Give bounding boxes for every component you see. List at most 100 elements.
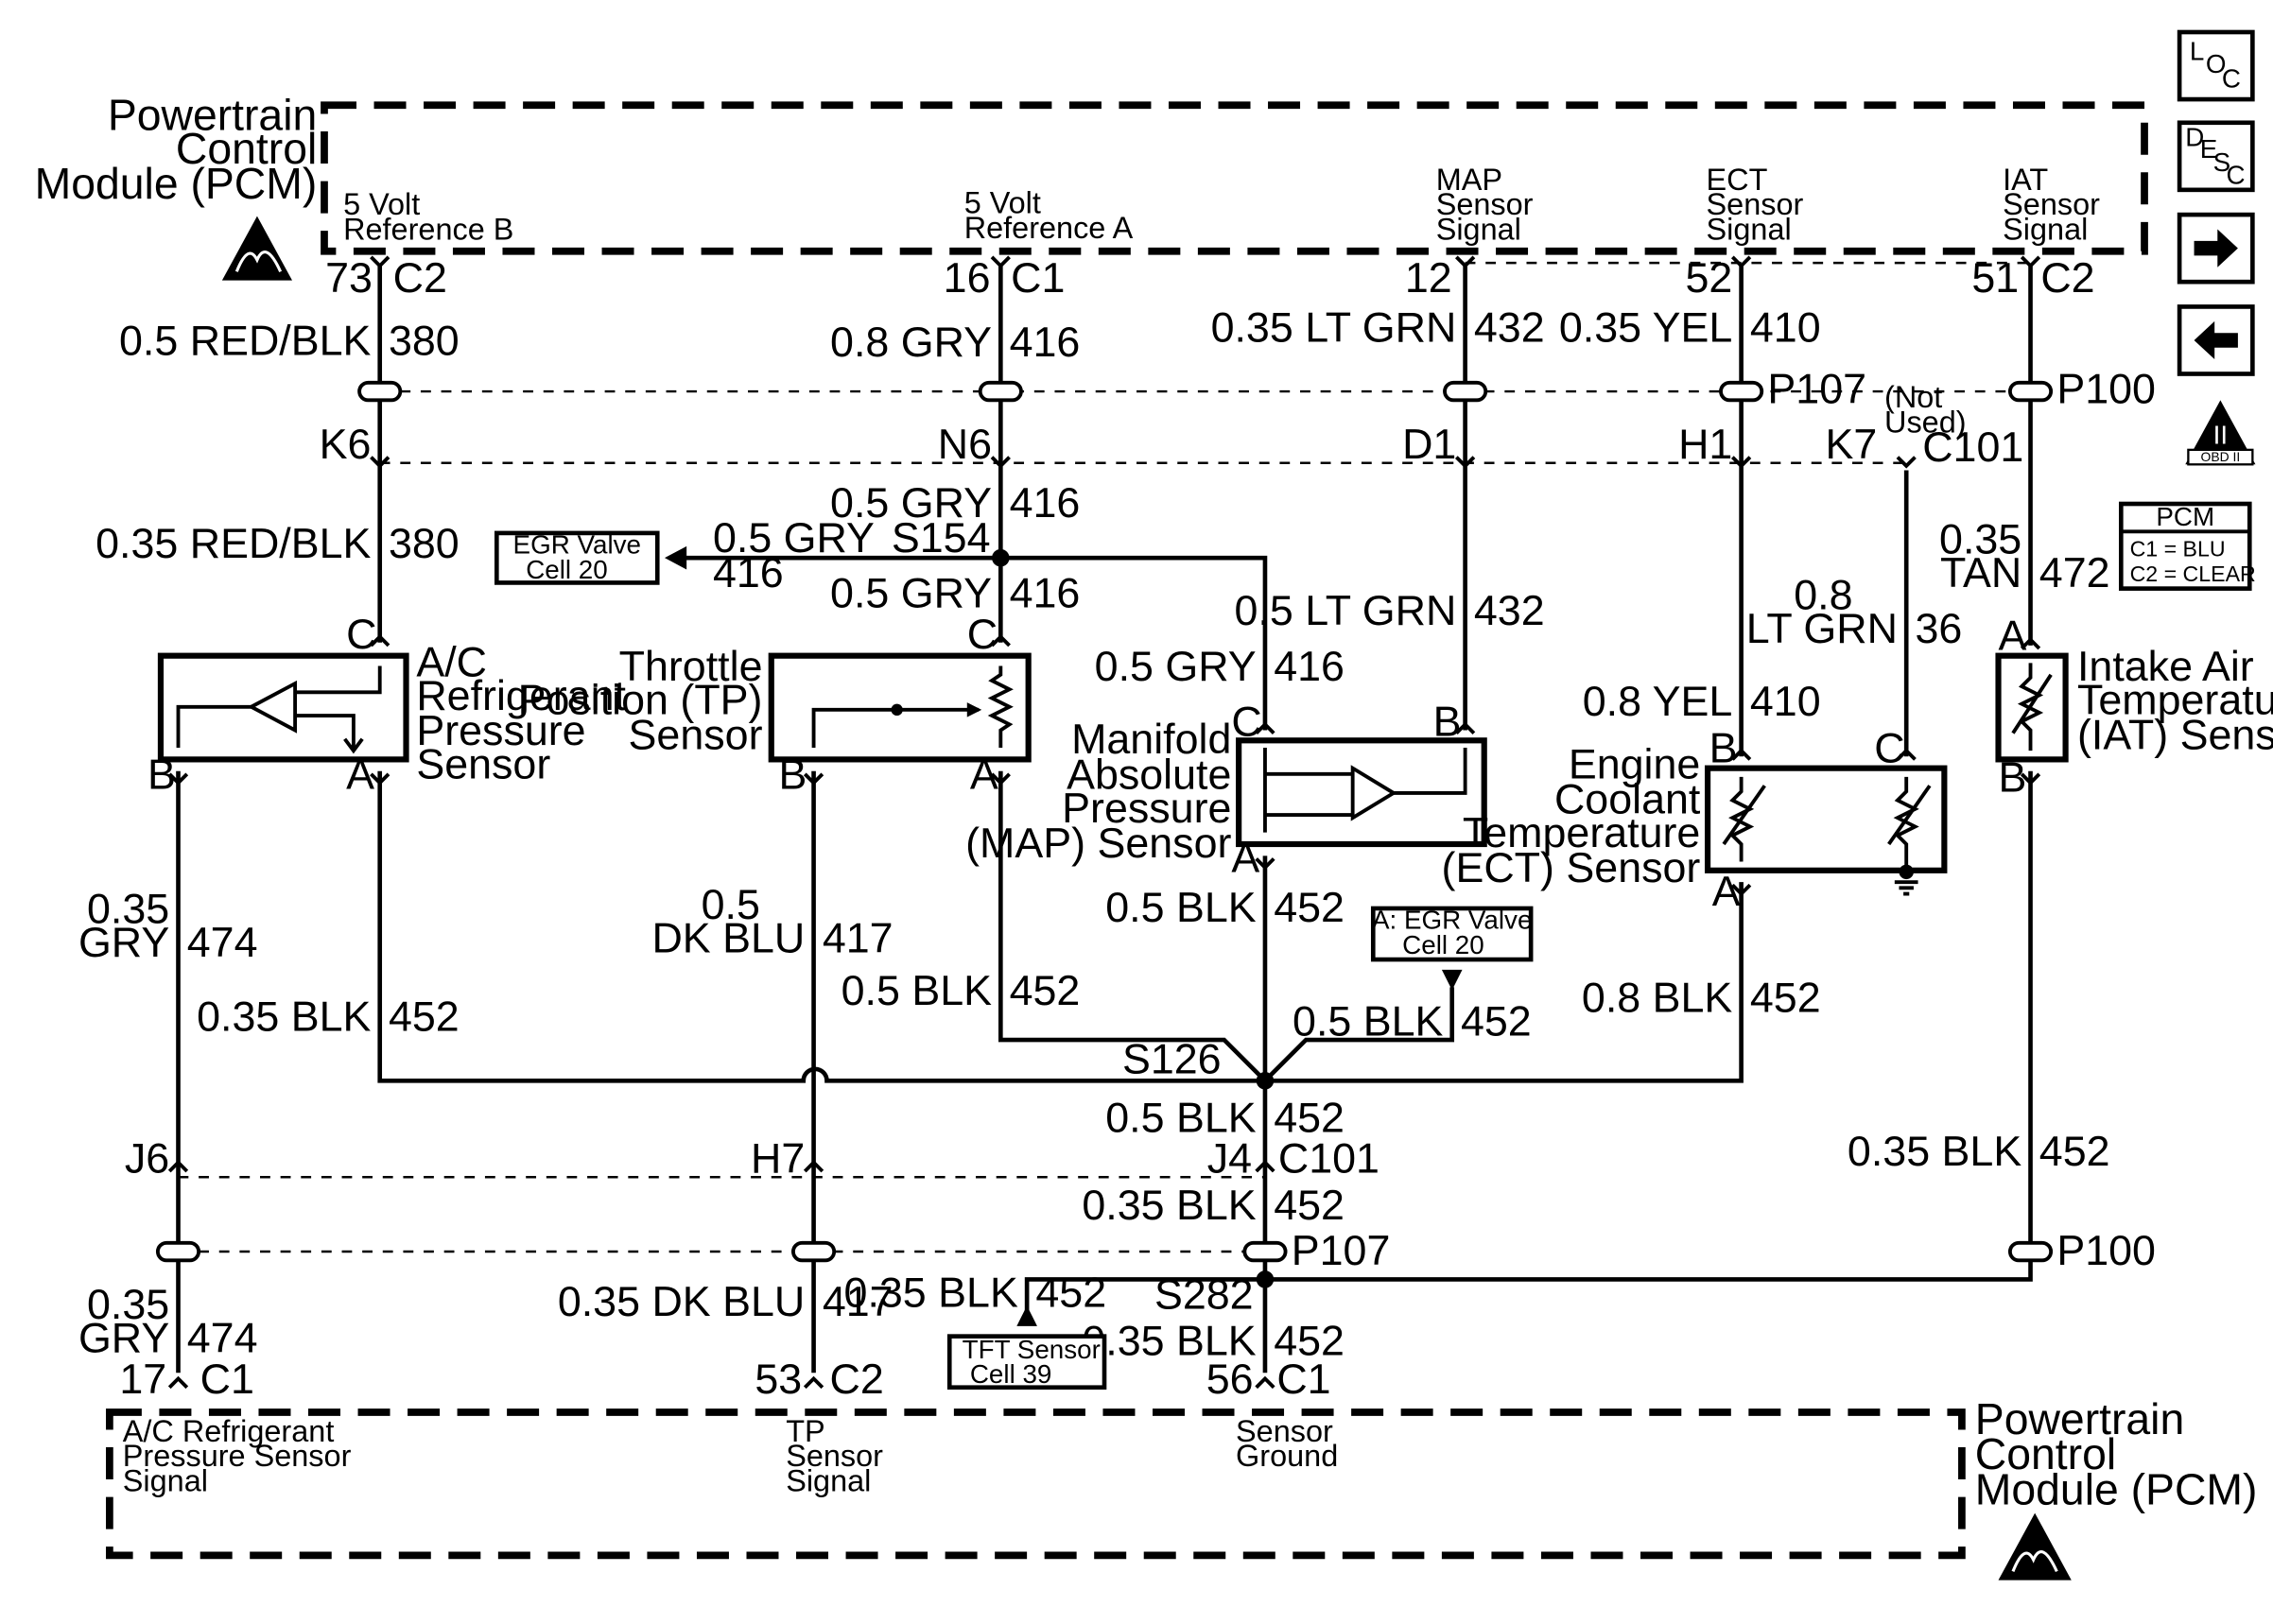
circuit-label-ref-a: 5 Volt Reference A [964, 186, 1134, 245]
svg-text:452: 452 [1750, 975, 1821, 1022]
svg-text:C: C [346, 611, 376, 658]
svg-text:H1: H1 [1678, 421, 1732, 468]
svg-text:0.35 BLK: 0.35 BLK [1848, 1128, 2021, 1175]
tp-sensor-label: Throttle Position (TP) Sensor [518, 643, 763, 759]
svg-text:410: 410 [1750, 678, 1821, 725]
svg-text:0.5 GRY: 0.5 GRY [830, 570, 992, 617]
svg-text:A/C: A/C [416, 638, 487, 685]
svg-text:0.5 BLK: 0.5 BLK [1293, 997, 1444, 1045]
pcm-bottom-title: Powertrain Control Module (PCM) [1975, 1394, 2258, 1513]
connector-id: C2 [830, 1356, 884, 1403]
svg-text:0.5 GRY: 0.5 GRY [713, 514, 875, 561]
splice-s282 [1256, 1270, 1275, 1288]
svg-text:K7: K7 [1826, 421, 1878, 468]
connector-labels: P107 P100 K6 N6 D1 H1 K7 (Not Used) C101… [125, 365, 2156, 1274]
connector-id: C1 [200, 1356, 254, 1403]
ect-sensor [1704, 765, 1948, 896]
svg-text:Signal: Signal [2003, 212, 2088, 246]
svg-text:Pressure Sensor: Pressure Sensor [123, 1439, 352, 1473]
svg-text:5 Volt: 5 Volt [964, 186, 1041, 220]
svg-text:0.5: 0.5 [702, 881, 760, 928]
svg-text:C101: C101 [1278, 1135, 1379, 1183]
svg-text:432: 432 [1474, 587, 1545, 634]
svg-text:A: A [1999, 613, 2027, 660]
svg-text:0.35 YEL: 0.35 YEL [1559, 304, 1733, 352]
svg-text:Sensor: Sensor [629, 712, 763, 759]
svg-text:0.35: 0.35 [87, 1281, 169, 1328]
svg-text:TP: TP [786, 1414, 824, 1448]
svg-text:Module (PCM): Module (PCM) [35, 159, 318, 208]
svg-text:E: E [2200, 134, 2218, 164]
iat-sensor [1995, 652, 2069, 763]
svg-text:Temperature: Temperature [1463, 809, 1700, 856]
svg-text:0.5 BLK: 0.5 BLK [1105, 1094, 1257, 1141]
circuit-label-tp-signal: TP Sensor Signal [786, 1414, 883, 1498]
svg-text:(Not: (Not [1884, 380, 1942, 414]
splice-s154 [992, 548, 1010, 567]
svg-text:D: D [2185, 122, 2204, 151]
pin-number: 51 [1971, 254, 2019, 302]
connector-id: C2 [393, 254, 447, 302]
svg-text:A: A [346, 751, 374, 798]
svg-text:Sensor: Sensor [416, 740, 550, 787]
circuit-label-ac-signal: A/C Refrigerant Pressure Sensor Signal [123, 1414, 352, 1498]
svg-text:P107: P107 [1292, 1227, 1391, 1274]
next-arrow-icon[interactable] [2177, 212, 2255, 285]
svg-text:N6: N6 [938, 421, 992, 468]
pcm-top-frame [321, 101, 2148, 255]
svg-text:S126: S126 [1122, 1036, 1222, 1083]
description-icon[interactable]: D E S C [2177, 120, 2255, 193]
svg-text:36: 36 [1915, 605, 1962, 652]
obd-ii-icon[interactable]: II OBD II [2185, 400, 2256, 466]
svg-text:GRY: GRY [78, 1315, 169, 1362]
tft-sensor-reference[interactable]: TFT Sensor Cell 39 [946, 1334, 1107, 1391]
svg-text:452: 452 [1274, 1318, 1345, 1365]
iat-sensor-label: Intake Air Temperature (IAT) Sensor [2077, 643, 2273, 759]
svg-text:0.5 BLK: 0.5 BLK [1105, 884, 1257, 931]
svg-text:Signal: Signal [1436, 212, 1521, 246]
circuit-label-map: MAP Sensor Signal [1436, 163, 1534, 247]
svg-text:C: C [1231, 699, 1261, 746]
svg-text:B: B [778, 751, 807, 798]
circuit-label-iat: IAT Sensor Signal [2003, 163, 2100, 247]
svg-text:Powertrain: Powertrain [1975, 1394, 2184, 1443]
svg-text:0.8 GRY: 0.8 GRY [830, 319, 992, 366]
component-pin-letters: C A B C A B C B A B C A A B [147, 611, 2026, 915]
svg-text:J6: J6 [125, 1135, 169, 1183]
svg-text:Manifold: Manifold [1071, 716, 1231, 763]
svg-text:Reference A: Reference A [964, 211, 1134, 245]
svg-text:416: 416 [1010, 479, 1081, 527]
svg-text:P100: P100 [2056, 1227, 2156, 1274]
svg-text:380: 380 [389, 317, 460, 364]
svg-text:0.5 LT GRN: 0.5 LT GRN [1234, 587, 1456, 634]
esd-warning-icon [1998, 1512, 2072, 1581]
svg-text:0.5 GRY: 0.5 GRY [830, 479, 992, 527]
svg-text:GRY: GRY [78, 919, 169, 966]
map-sensor-label: Manifold Absolute Pressure (MAP) Sensor [965, 716, 1231, 867]
svg-text:452: 452 [1274, 884, 1345, 931]
svg-text:Intake Air: Intake Air [2077, 643, 2254, 690]
svg-text:P107: P107 [1767, 365, 1866, 412]
svg-text:S154: S154 [892, 514, 991, 561]
svg-text:Engine: Engine [1569, 740, 1700, 787]
pcm-bottom-frame [106, 1408, 1966, 1560]
svg-text:474: 474 [187, 919, 258, 966]
svg-text:452: 452 [1274, 1094, 1345, 1141]
previous-arrow-icon[interactable] [2177, 304, 2255, 376]
egr-valve-a-reference[interactable]: A: EGR Valve Cell 20 [1370, 906, 1534, 962]
pin-number: 16 [944, 254, 991, 302]
circuit-label-sensor-ground: Sensor Ground [1236, 1414, 1338, 1473]
svg-text:Reference B: Reference B [343, 212, 513, 246]
pcm-connector-legend: PCM C1 = BLU C2 = CLEAR [2118, 501, 2256, 591]
svg-text:0.35 BLK: 0.35 BLK [1082, 1182, 1256, 1229]
svg-text:5 Volt: 5 Volt [343, 187, 420, 221]
location-icon[interactable]: L O C [2177, 29, 2255, 102]
svg-text:Temperature: Temperature [2077, 676, 2273, 723]
svg-text:0.35 BLK: 0.35 BLK [844, 1270, 1018, 1317]
pin-number: 17 [119, 1356, 166, 1403]
svg-text:452: 452 [1274, 1182, 1345, 1229]
pin-number: 12 [1405, 254, 1452, 302]
svg-text:0.5 BLK: 0.5 BLK [842, 967, 993, 1014]
svg-text:452: 452 [1010, 967, 1081, 1014]
egr-valve-reference[interactable]: EGR Valve Cell 20 [494, 530, 660, 585]
